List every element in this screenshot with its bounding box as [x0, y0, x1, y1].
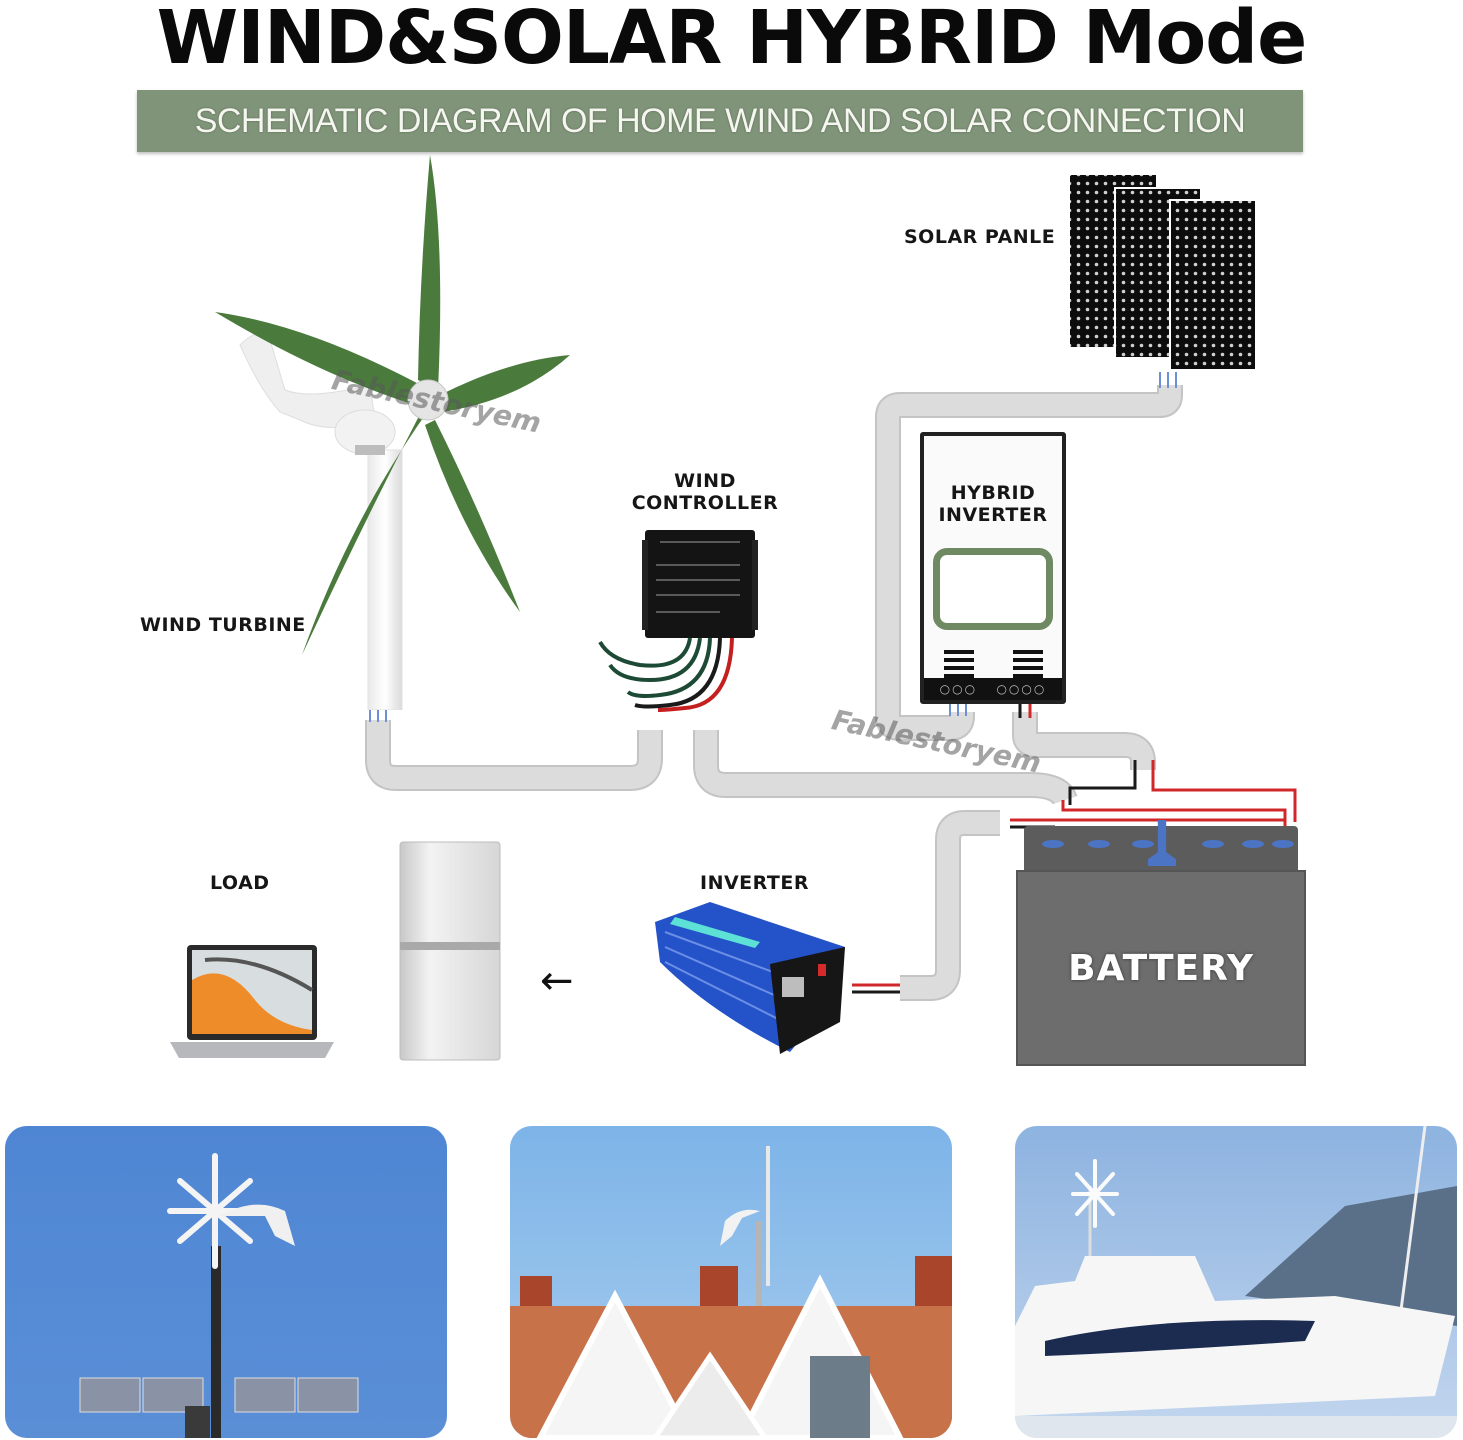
- subtitle-text: SCHEMATIC DIAGRAM OF HOME WIND AND SOLAR…: [194, 102, 1246, 140]
- battery-label: BATTERY: [1068, 947, 1254, 989]
- laptop-icon: [170, 945, 334, 1058]
- wind-controller-icon: [598, 530, 758, 712]
- wind-turbine-icon: [215, 155, 570, 710]
- inverter-icon: [655, 902, 845, 1054]
- solar-panel-label: SOLAR PANLE: [904, 226, 1056, 248]
- yacht-illustration: [1015, 1126, 1457, 1438]
- hybrid-inverter: HYBRID INVERTER ○○○○○○○: [920, 432, 1066, 704]
- inverter-label: INVERTER: [700, 872, 810, 894]
- photo-turbine-house-roofs: [510, 1126, 952, 1438]
- solar-panel-icon: [1070, 175, 1257, 371]
- load-label: LOAD: [210, 872, 270, 894]
- refrigerator-icon: [399, 841, 501, 1061]
- battery: BATTERY: [1016, 820, 1306, 1066]
- hybrid-inverter-screen: [933, 548, 1053, 630]
- hybrid-inverter-vents: [924, 650, 1062, 680]
- page-title: WIND&SOLAR HYBRID Mode: [156, 0, 1308, 81]
- turbine-solar-pole-illustration: [79, 1153, 359, 1438]
- wind-turbine-label: WIND TURBINE: [140, 614, 306, 636]
- wind-controller-label: WIND CONTROLLER: [631, 470, 779, 514]
- photo-turbine-yacht: [1015, 1126, 1457, 1438]
- photo-turbine-solar-pole: [5, 1126, 447, 1438]
- house-roofs-illustration: [510, 1146, 952, 1438]
- arrow-left-icon: ←: [540, 958, 574, 1004]
- hybrid-inverter-terminals: ○○○○○○○: [924, 678, 1062, 700]
- subtitle-banner: SCHEMATIC DIAGRAM OF HOME WIND AND SOLAR…: [137, 90, 1303, 152]
- wiring-diagram: [365, 372, 1297, 1001]
